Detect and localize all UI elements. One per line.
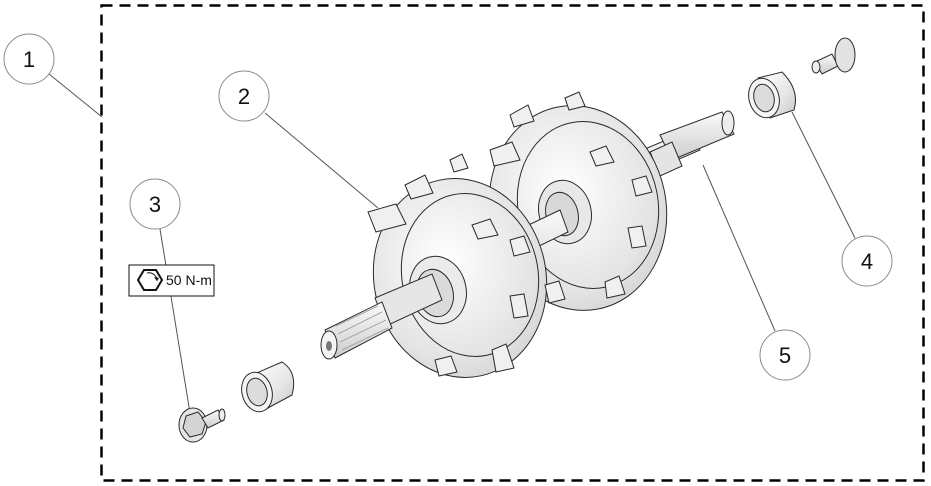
flange-bolt-left [178, 407, 226, 443]
bushing-right [748, 71, 796, 119]
callout-label: 1 [23, 47, 35, 72]
leader-lines [48, 73, 856, 414]
spline-grooves [335, 305, 389, 351]
callout-1: 1 [3, 33, 55, 85]
flange-bolt-right [811, 37, 856, 75]
callout-label: 4 [861, 249, 873, 274]
leader-3 [159, 228, 191, 414]
callout-label: 3 [149, 192, 161, 217]
leader-2 [264, 112, 379, 209]
callout-label: 5 [779, 343, 791, 368]
shaft-end-right [721, 110, 735, 136]
callout-label: 2 [238, 84, 250, 109]
leader-5 [702, 164, 776, 332]
shaft-bore [326, 341, 332, 351]
callout-4: 4 [841, 235, 893, 287]
leader-4 [791, 111, 856, 239]
rotor-assembly [320, 91, 735, 378]
callout-5: 5 [759, 329, 811, 381]
torque-value: 50 N-m [166, 272, 212, 288]
torque-spec: 50 N-m [128, 264, 215, 297]
bushing-left [241, 361, 295, 413]
callout-3: 3 [129, 178, 181, 230]
leader-1 [48, 73, 103, 118]
callout-2: 2 [218, 70, 270, 122]
torque-hex-icon [136, 269, 164, 291]
